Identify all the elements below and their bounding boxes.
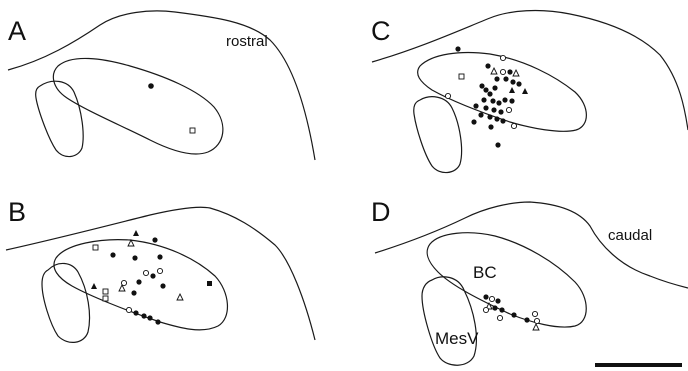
marker-open-circle [157,268,162,273]
marker-filled-circle [487,114,492,119]
marker-filled-circle [483,87,488,92]
marker-open-square [103,289,108,294]
marker-filled-circle [500,118,505,123]
marker-filled-circle [455,46,460,51]
marker-filled-circle [131,290,136,295]
marker-filled-triangle [509,87,515,93]
panel-d-letter: D [371,197,391,227]
panel-a-markers [148,83,195,133]
marker-filled-circle [516,81,521,86]
panel-d-mesv-nucleus-outline [422,277,476,365]
marker-filled-circle [147,315,152,320]
marker-open-triangle [533,324,539,330]
marker-open-circle [511,123,516,128]
marker-filled-circle [511,312,516,317]
marker-filled-circle [150,273,155,278]
marker-filled-circle [479,83,484,88]
marker-filled-circle [495,298,500,303]
marker-filled-circle [160,283,165,288]
marker-open-triangle [491,68,497,74]
marker-filled-circle [507,69,512,74]
marker-filled-circle [491,107,496,112]
panel-c-brainstem-outline [372,11,688,130]
marker-filled-circle [133,310,138,315]
marker-filled-circle [136,279,141,284]
marker-filled-circle [494,76,499,81]
panel-d-label-caudal: caudal [608,227,652,244]
panel-d-region-mesv: MesV [435,329,479,348]
marker-filled-circle [492,305,497,310]
panel-a: A rostral [8,11,315,160]
panel-c-letter: C [371,16,391,46]
marker-open-circle [483,307,488,312]
marker-open-circle [534,318,539,323]
panel-a-brainstem-outline [8,11,315,160]
marker-filled-triangle [133,230,139,236]
marker-filled-circle [498,109,503,114]
marker-filled-circle [157,254,162,259]
panel-b-mesv-nucleus-outline [42,263,90,342]
marker-filled-circle [483,105,488,110]
marker-filled-circle [488,124,493,129]
marker-open-circle [500,69,505,74]
panel-c: C [371,11,688,173]
panel-d-brainstem-outline [375,202,688,288]
panel-b: B [6,197,315,342]
marker-open-circle [489,296,494,301]
panel-a-mesv-nucleus-outline [36,81,84,156]
panel-d-markers [483,294,539,330]
marker-open-triangle [513,70,519,76]
marker-filled-triangle [91,283,97,289]
marker-filled-circle [155,319,160,324]
marker-filled-circle [494,116,499,121]
marker-open-circle [506,107,511,112]
marker-filled-circle [132,255,137,260]
marker-filled-circle [487,91,492,96]
marker-filled-circle [141,313,146,318]
marker-filled-circle [499,307,504,312]
marker-open-circle [445,93,450,98]
panel-d-region-bc: BC [473,263,497,282]
marker-open-circle [126,307,131,312]
panel-d: D caudal BC MesV [371,197,688,365]
marker-open-triangle [177,294,183,300]
marker-filled-circle [152,237,157,242]
panel-c-mesv-nucleus-outline [414,97,462,173]
marker-filled-circle [481,97,486,102]
marker-filled-circle [502,97,507,102]
marker-filled-circle [485,63,490,68]
marker-filled-circle [148,83,154,89]
panel-d-bc-nucleus-outline [427,233,586,327]
marker-open-circle [497,315,502,320]
marker-filled-circle [483,294,488,299]
marker-filled-circle [510,79,515,84]
marker-open-circle [532,311,537,316]
panel-b-letter: B [8,197,26,227]
marker-filled-circle [496,100,501,105]
marker-filled-square [207,281,212,286]
marker-filled-circle [495,142,500,147]
panel-b-bc-nucleus-outline [54,240,227,330]
marker-filled-circle [473,103,478,108]
marker-filled-circle [503,76,508,81]
marker-filled-circle [509,98,514,103]
panel-a-letter: A [8,16,26,46]
marker-open-square [190,128,195,133]
marker-filled-circle [110,252,115,257]
marker-open-square [459,74,464,79]
panel-c-markers [445,46,528,147]
marker-open-circle [500,55,505,60]
marker-filled-circle [490,98,495,103]
panel-a-label-rostral: rostral [226,33,268,50]
marker-open-square [93,245,98,250]
marker-open-square [103,296,108,301]
marker-filled-circle [478,112,483,117]
marker-filled-triangle [522,88,528,94]
marker-filled-circle [492,85,497,90]
marker-filled-circle [524,317,529,322]
marker-open-circle [143,270,148,275]
marker-filled-circle [471,119,476,124]
